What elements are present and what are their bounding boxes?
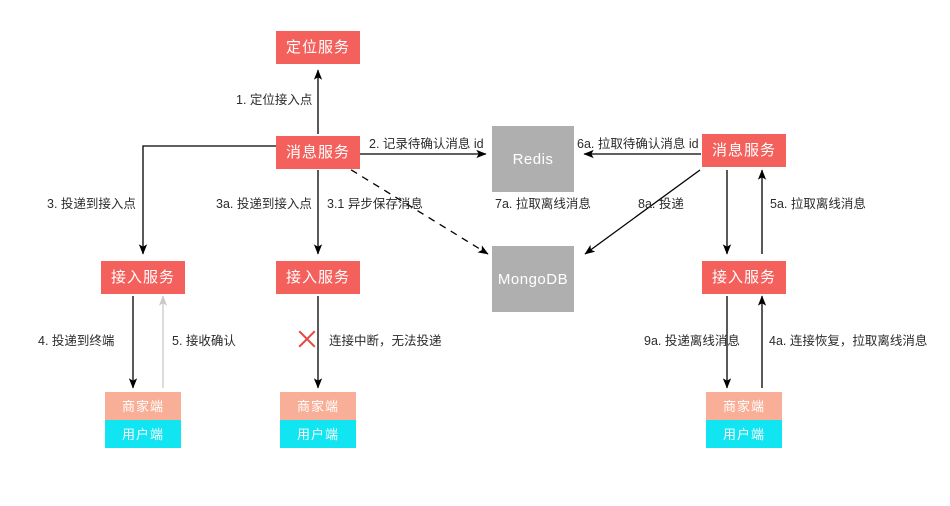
node-redis[interactable]: Redis — [492, 126, 574, 192]
connection-broken-x-icon — [296, 328, 318, 350]
node-mongodb[interactable]: MongoDB — [492, 246, 574, 312]
node-access-service-2-label: 接入服务 — [285, 269, 350, 286]
client-2-merchant-label: 商家端 — [296, 398, 339, 414]
edge-label-6a: 6a. 拉取待确认消息 id — [577, 137, 699, 151]
node-message-service-left-label: 消息服务 — [285, 144, 350, 161]
edge-label-8a: 8a. 投递 — [638, 197, 684, 211]
client-1-merchant: 商家端 — [105, 392, 181, 420]
edge-label-2: 2. 记录待确认消息 id — [369, 137, 484, 151]
node-locate-service-label: 定位服务 — [285, 39, 350, 56]
node-access-service-2[interactable]: 接入服务 — [276, 261, 360, 294]
node-client-1[interactable]: 商家端 用户端 — [105, 392, 181, 448]
edge-label-3-1: 3.1 异步保存消息 — [327, 197, 423, 211]
edge-label-5: 5. 接收确认 — [172, 334, 236, 348]
edge-fetch-offline-messages — [584, 169, 701, 255]
edge-label-connection-broken: 连接中断，无法投递 — [329, 334, 442, 348]
node-message-service-left[interactable]: 消息服务 — [276, 136, 360, 169]
edge-label-9a: 9a. 投递离线消息 — [644, 334, 740, 348]
client-1-user: 用户端 — [105, 420, 181, 448]
client-3-merchant-label: 商家端 — [722, 398, 765, 414]
node-access-service-3-label: 接入服务 — [711, 269, 776, 286]
client-2-merchant: 商家端 — [280, 392, 356, 420]
client-1-merchant-label: 商家端 — [121, 398, 164, 414]
edge-label-3a: 3a. 投递到接入点 — [216, 197, 312, 211]
edge-label-5a: 5a. 拉取离线消息 — [770, 197, 866, 211]
client-3-user: 用户端 — [706, 420, 782, 448]
edge-label-3: 3. 投递到接入点 — [47, 197, 136, 211]
node-locate-service[interactable]: 定位服务 — [276, 31, 360, 64]
edge-label-7a: 7a. 拉取离线消息 — [495, 197, 591, 211]
client-3-merchant: 商家端 — [706, 392, 782, 420]
edge-label-4a: 4a. 连接恢复，拉取离线消息 — [769, 334, 928, 348]
node-redis-label: Redis — [512, 150, 554, 168]
node-access-service-1[interactable]: 接入服务 — [101, 261, 185, 294]
node-message-service-right[interactable]: 消息服务 — [702, 134, 786, 167]
client-3-user-label: 用户端 — [722, 426, 765, 442]
client-2-user-label: 用户端 — [296, 426, 339, 442]
client-2-user: 用户端 — [280, 420, 356, 448]
client-1-user-label: 用户端 — [121, 426, 164, 442]
node-client-2[interactable]: 商家端 用户端 — [280, 392, 356, 448]
node-access-service-3[interactable]: 接入服务 — [702, 261, 786, 294]
node-mongodb-label: MongoDB — [497, 270, 569, 288]
edge-label-4: 4. 投递到终端 — [38, 334, 115, 348]
node-client-3[interactable]: 商家端 用户端 — [706, 392, 782, 448]
node-access-service-1-label: 接入服务 — [110, 269, 175, 286]
edge-label-1: 1. 定位接入点 — [236, 93, 313, 107]
node-message-service-right-label: 消息服务 — [711, 142, 776, 159]
